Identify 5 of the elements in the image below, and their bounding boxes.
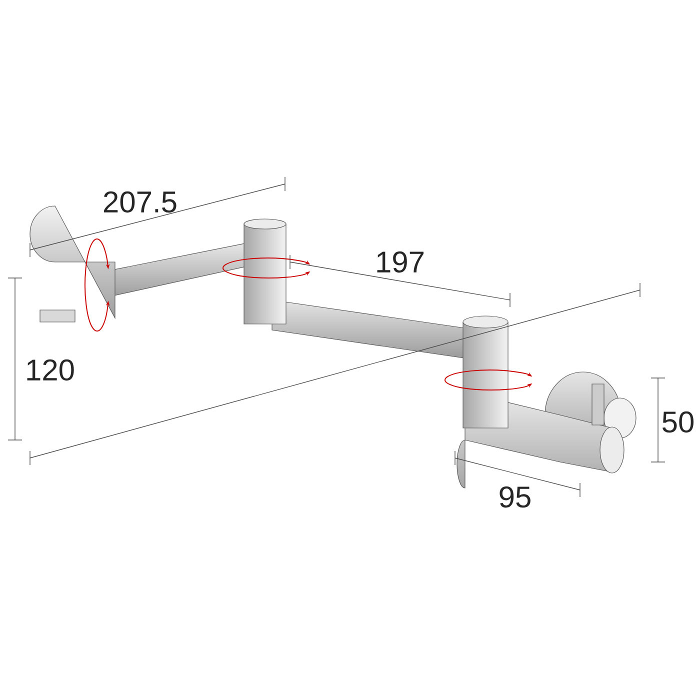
dimension-label: 197 bbox=[377, 251, 424, 273]
dimension-label: 207.5 bbox=[104, 191, 176, 213]
dimension-label: 50 bbox=[662, 411, 694, 433]
dimension-label: 95 bbox=[500, 486, 530, 508]
dimension-label: 120 bbox=[27, 359, 74, 381]
